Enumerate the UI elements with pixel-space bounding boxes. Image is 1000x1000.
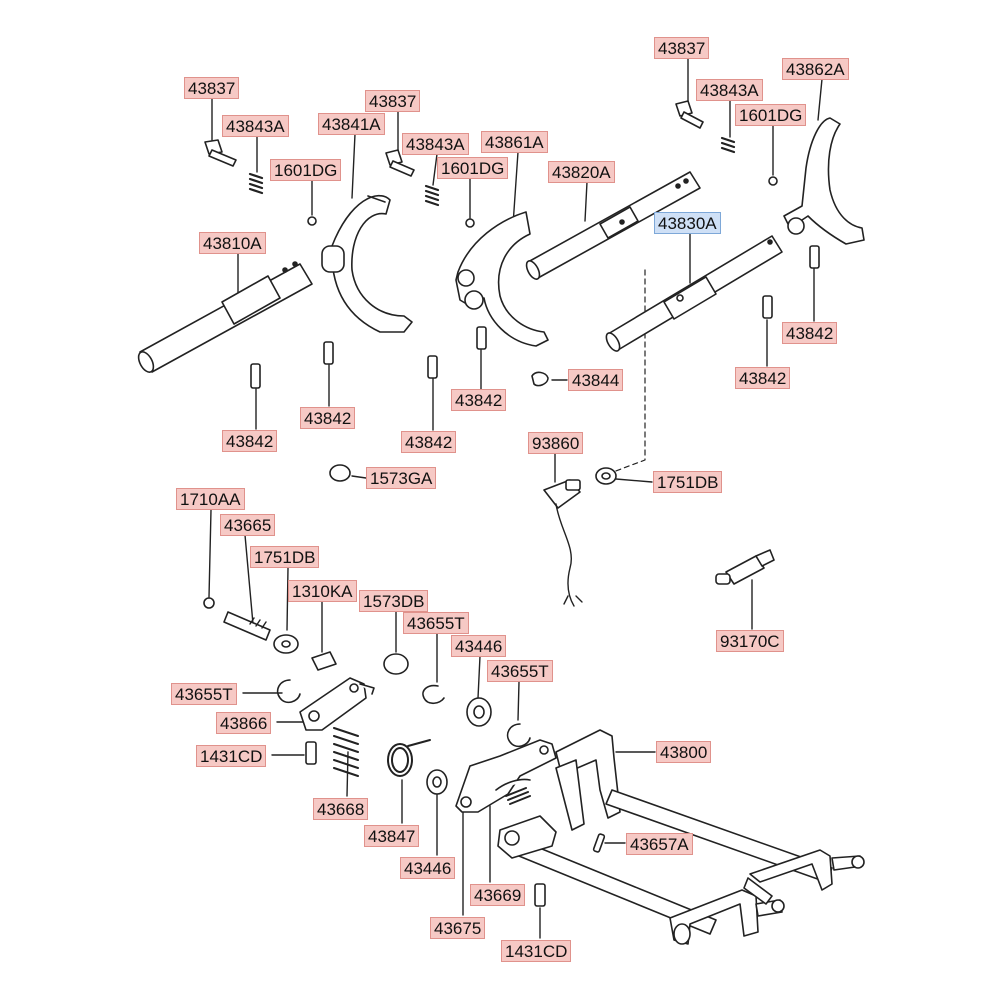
label-1573ga[interactable]: 1573GA [366,467,437,489]
shift-fork-43841a [321,194,413,333]
label-43446-lower[interactable]: 43446 [400,857,456,879]
bolt-43837-1 [204,139,237,167]
pins-43842 [250,245,820,389]
ball-1601dg-2 [465,218,475,228]
washer-43446-2 [426,769,448,795]
plug-1573ga [329,464,351,482]
ball-1601dg-3 [768,176,778,186]
label-1751db-upper[interactable]: 1751DB [653,471,723,493]
label-43655t-left[interactable]: 43655T [171,683,237,705]
label-43669[interactable]: 43669 [470,884,526,906]
label-43842-left-middle[interactable]: 43842 [300,407,356,429]
plate-43675 [455,739,557,813]
leader-lines [208,57,823,939]
label-43862a[interactable]: 43862A [782,58,849,80]
label-1431cd-left[interactable]: 1431CD [196,745,267,767]
label-43810a[interactable]: 43810A [199,232,266,254]
label-1310ka[interactable]: 1310KA [288,580,357,602]
label-43842-right-lower[interactable]: 43842 [735,367,791,389]
label-43842-center-lower[interactable]: 43842 [401,431,457,453]
label-43847[interactable]: 43847 [364,825,420,847]
label-43843a-left[interactable]: 43843A [222,115,289,137]
label-1573db[interactable]: 1573DB [359,590,429,612]
bolt-43837-2 [385,149,415,177]
label-43665[interactable]: 43665 [220,514,276,536]
label-43841a[interactable]: 43841A [318,113,385,135]
label-43820a[interactable]: 43820A [548,161,615,183]
label-93860[interactable]: 93860 [528,432,584,454]
label-1431cd-bottom[interactable]: 1431CD [501,940,572,962]
label-1710aa[interactable]: 1710AA [176,488,245,510]
spring-43843a-3 [720,136,736,154]
clip-43844 [531,371,549,387]
ball-1710aa [203,597,215,609]
label-1601dg-right[interactable]: 1601DG [735,104,807,126]
label-43837-middle[interactable]: 43837 [365,90,421,112]
label-43657a[interactable]: 43657A [626,833,693,855]
nut-1310ka [311,651,337,671]
shift-rail-43810a [137,261,313,373]
shift-rail-43820a [525,171,701,280]
label-43800[interactable]: 43800 [656,741,712,763]
label-43675[interactable]: 43675 [430,917,486,939]
washer-1751db-1 [595,467,617,485]
torsion-spring-43847 [387,739,431,777]
washer-43446-1 [466,697,492,727]
shift-rail-43830a [605,235,783,352]
label-43842-center[interactable]: 43842 [451,389,507,411]
pin-43657a [592,833,606,853]
label-43842-right-upper[interactable]: 43842 [782,322,838,344]
snap-ring-43655t-3 [506,723,531,748]
label-43837-top-left[interactable]: 43837 [184,77,240,99]
spring-43843a-2 [424,184,440,207]
label-1601dg-left[interactable]: 1601DG [270,159,342,181]
spring-43669 [505,787,531,805]
bolt-43837-3 [675,100,704,129]
label-43861a[interactable]: 43861A [481,131,548,153]
label-43837-top-right[interactable]: 43837 [654,37,710,59]
pin-43665 [223,611,271,641]
label-43866[interactable]: 43866 [216,712,272,734]
switch-93170c [715,549,775,585]
spring-pin-1431cd-2 [534,883,546,907]
label-43844[interactable]: 43844 [568,369,624,391]
switch-93860 [543,479,583,607]
label-43655t-right[interactable]: 43655T [487,660,553,682]
label-1601dg-middle[interactable]: 1601DG [437,157,509,179]
label-43830a-highlighted[interactable]: 43830A [654,212,721,234]
label-93170c[interactable]: 93170C [716,630,784,652]
ball-1601dg-1 [307,216,317,226]
label-1751db-lower[interactable]: 1751DB [250,546,320,568]
label-43843a-middle[interactable]: 43843A [402,133,469,155]
label-43842-left-lower[interactable]: 43842 [222,430,278,452]
shift-fork-43861a [455,211,549,347]
label-43446-upper[interactable]: 43446 [451,635,507,657]
shift-lever-assembly-43800 [497,729,865,945]
label-43843a-right[interactable]: 43843A [696,79,763,101]
lever-43866 [299,677,375,731]
snap-ring-43655t-1 [422,684,445,705]
snap-ring-43655t-2 [276,679,301,704]
washer-1751db-2 [273,634,299,654]
spring-pin-1431cd-1 [305,741,317,765]
label-43655t-upper[interactable]: 43655T [403,612,469,634]
spring-43668 [333,727,359,777]
shift-fork-43862a [783,117,865,245]
spring-43843a-1 [248,172,264,195]
plug-1573db [383,653,409,675]
label-43668[interactable]: 43668 [313,798,369,820]
